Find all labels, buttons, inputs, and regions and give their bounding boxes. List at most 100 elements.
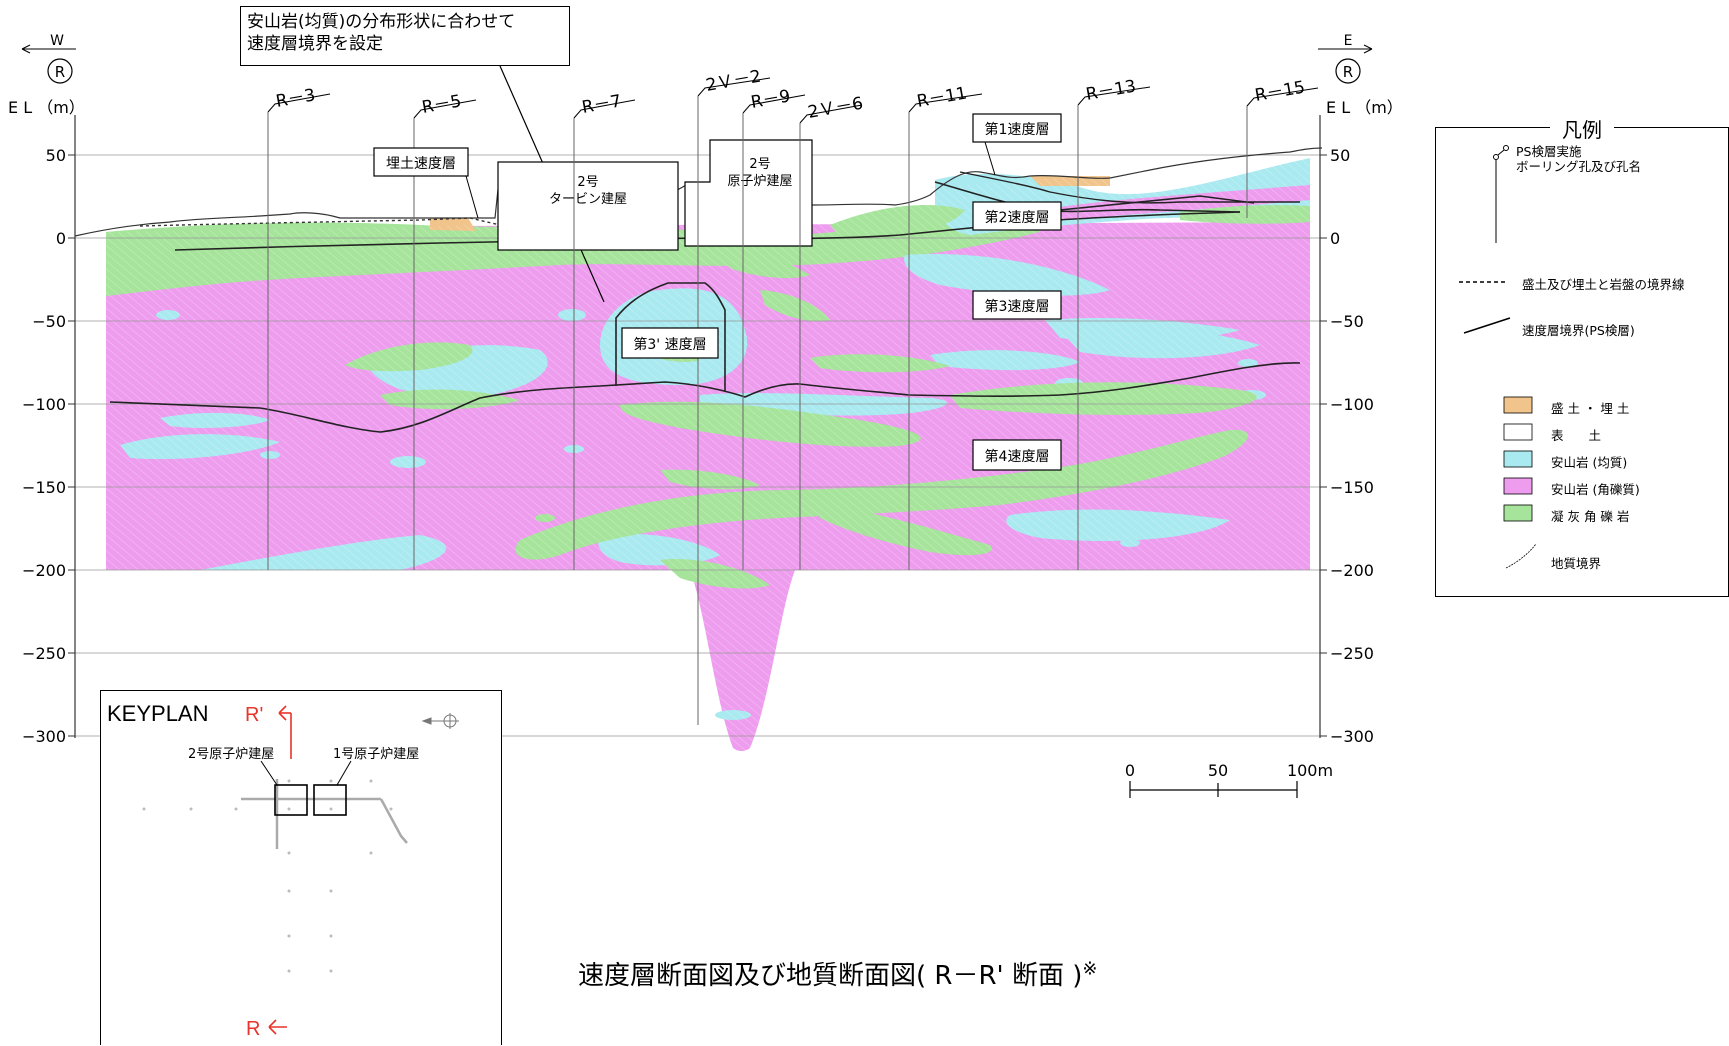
right-axis: 50 0 −50 −100 −150 −200 −250 −300 E L （m… [1319,98,1403,746]
borehole-label: R－7 [580,91,623,118]
left-axis: 50 0 −50 −100 −150 −200 −250 −300 E L （m… [8,98,85,746]
legend-item-label: 安山岩 (均質) [1551,455,1628,470]
keyplan: KEYPLAN R' R [100,690,502,1045]
legend-solid-label: 速度層境界(PS検層) [1522,323,1635,338]
axis-tick-label: 50 [46,146,66,165]
legend-symbols [1459,145,1537,569]
axis-tick-label: −50 [1330,312,1364,331]
svg-text:2号: 2号 [749,157,770,172]
swatch-fill-icon [1503,396,1533,414]
axis-tick-label: 0 [56,229,66,248]
axis-label-right: E L （m） [1326,98,1403,117]
keyplan-r: R [246,1018,260,1040]
figure-caption: 速度層断面図及び地質断面図( R－R' 断面 )※ [578,955,1097,992]
axis-tick-label: −300 [22,727,66,746]
north-arrow-icon [421,713,459,729]
borehole-label: R－11 [915,83,968,111]
legend-item-label: 安山岩 (角礫質) [1551,482,1640,497]
legend-geo-boundary-label: 地質境界 [1551,556,1602,571]
note-line-2: 速度層境界を設定 [247,34,383,54]
swatch-tuff-breccia-icon [1503,504,1533,522]
axis-label-left: E L （m） [8,98,85,117]
axis-tick-label: −250 [22,644,66,663]
svg-text:100m: 100m [1287,761,1333,780]
borehole-lines [267,96,1248,725]
svg-text:50: 50 [1208,761,1228,780]
keyplan-map: R' R 2号原子炉建屋 1号原子炉建屋 [142,704,459,1040]
layer1-label: 第1速度層 [985,121,1050,138]
axis-tick-label: −150 [1330,478,1374,497]
borehole-names: R－3 R－5 R－7 2Ｖ－2 R－9 2Ｖ－6 R－11 R－13 R－15 [274,67,1306,123]
velocity-boundary-layer3prime [615,282,726,392]
keyplan-unit2: 2号原子炉建屋 [188,747,274,762]
ground-surface-line [74,147,1323,237]
axis-tick-label: −300 [1330,727,1374,746]
axis-tick-label: −200 [22,561,66,580]
axis-tick-label: −100 [1330,395,1374,414]
keyplan-title: KEYPLAN [107,701,209,726]
caption-text: 速度層断面図及び地質断面図( R－R' 断面 ) [578,961,1083,991]
legend-item-label: 表 土 [1551,428,1602,443]
unit2-building-box [274,784,308,816]
layer2-label: 第2速度層 [985,209,1050,226]
borehole-label: R－5 [420,91,463,118]
caption-mark: ※ [1082,958,1098,980]
velocity-boundary-layer1-east [959,171,1300,204]
axis-tick-label: 50 [1330,146,1350,165]
legend-item-label: 凝 灰 角 礫 岩 [1551,509,1630,524]
direction-west: W R [21,33,76,84]
legend-ps-line1: PS検層実施 [1516,144,1582,159]
site-plan-roads [241,779,408,849]
geologic-boundary-icon [1505,543,1537,569]
fill-layer-label: 埋土速度層 [386,156,456,172]
unit1-building-box [313,784,347,816]
axis-tick-label: −150 [22,478,66,497]
svg-text:R: R [1343,63,1353,81]
keyplan-unit1: 1号原子炉建屋 [333,747,419,762]
svg-text:2号: 2号 [577,175,598,190]
turbine-building [497,161,679,251]
axis-tick-label: −100 [22,395,66,414]
layer4-label: 第4速度層 [985,448,1050,465]
svg-text:E: E [1344,33,1353,49]
fill-boundary-dashed [139,217,501,227]
swatch-topsoil-icon [1503,423,1533,441]
borehole-label: R－3 [274,85,317,112]
layer3prime-label: 第3' 速度層 [633,336,706,353]
axis-tick-label: −50 [32,312,66,331]
borehole-label: R－15 [1253,77,1306,105]
layer3-label: 第3速度層 [985,298,1050,315]
legend-dashed-label: 盛土及び埋土と岩盤の境界線 [1522,277,1685,292]
svg-text:R: R [55,63,65,81]
legend: 凡例 PS検層実施 ボーリング孔及び孔名 盛土及び埋土と岩盤の境界線 速度層境界… [1435,118,1729,597]
svg-text:タービン建屋: タービン建屋 [549,192,627,207]
swatch-andesite-homogeneous-icon [1503,450,1533,468]
swatch-andesite-breccia-icon [1503,477,1533,495]
buildings: 2号 タービン建屋 2号 原子炉建屋 [497,139,813,251]
svg-text:原子炉建屋: 原子炉建屋 [727,174,792,189]
svg-text:W: W [50,33,64,49]
site-plan-features [142,779,393,973]
section-marker-r [268,1019,287,1035]
legend-ps-line2: ボーリング孔及び孔名 [1516,159,1642,174]
borehole-symbol-icon [1493,145,1509,243]
axis-tick-label: 0 [1330,229,1340,248]
borehole-labels [267,77,1319,124]
solid-line-icon [1463,317,1511,334]
scale-bar: 0 50 100m [1125,761,1333,798]
keyplan-r-prime: R' [245,704,263,726]
direction-east: E R [1318,33,1373,84]
borehole-label: R－9 [749,86,792,113]
annotation-note: 安山岩(均質)の分布形状に合わせて 速度層境界を設定 [240,6,570,66]
borehole-label: 2Ｖ－6 [806,94,864,123]
velocity-layer-labels: 埋土速度層 第1速度層 第2速度層 第3速度層 第3' 速度層 第4速度層 [373,113,1062,471]
section-marker-r-prime [278,705,292,759]
axis-tick-label: −250 [1330,644,1374,663]
borehole-label: R－13 [1084,76,1137,104]
reactor-building [684,139,813,247]
svg-text:0: 0 [1125,761,1135,780]
legend-item-label: 盛 土 ・ 埋 土 [1551,401,1630,416]
axis-tick-label: −200 [1330,561,1374,580]
legend-title: 凡例 [1550,118,1614,142]
